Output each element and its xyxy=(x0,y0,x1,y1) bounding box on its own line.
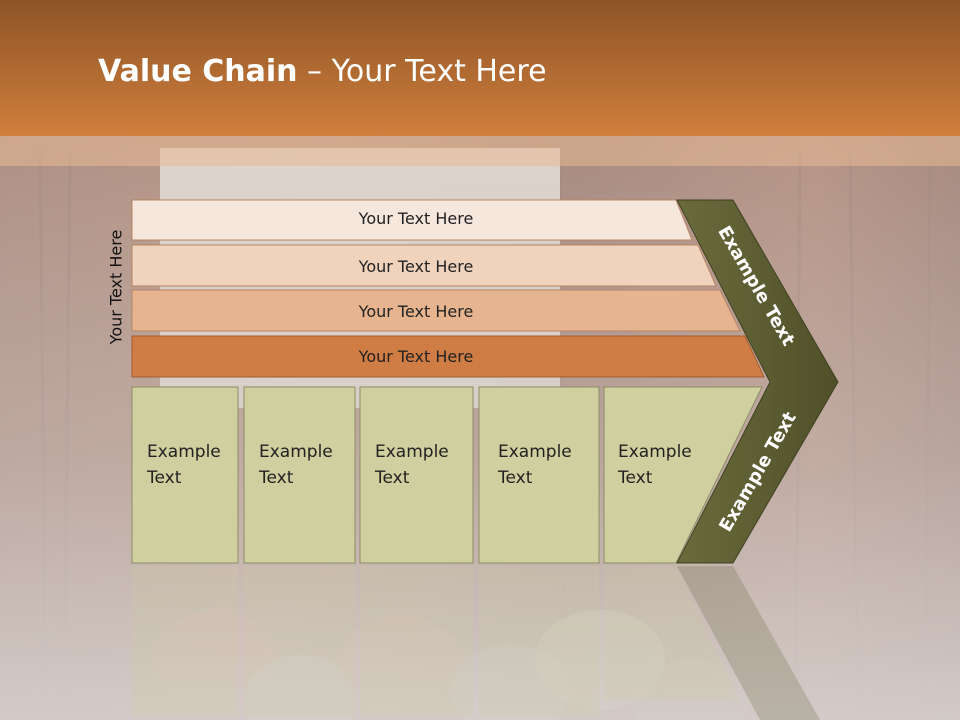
box-2-line2: Text xyxy=(259,468,294,488)
row-label-2: Your Text Here xyxy=(358,257,474,276)
box-5 xyxy=(603,386,763,564)
row-label-4: Your Text Here xyxy=(358,347,474,366)
box-1-line2: Text xyxy=(147,468,182,488)
box-3-line2: Text xyxy=(375,468,410,488)
row-label-1: Your Text Here xyxy=(358,209,474,228)
box-5-line2: Text xyxy=(618,468,653,488)
box-4-line1: Example xyxy=(498,442,572,462)
page-title: Value Chain – Your Text Here xyxy=(98,54,547,89)
box-1-line1: Example xyxy=(147,442,221,462)
box-3-line1: Example xyxy=(375,442,449,462)
row-strip-3 xyxy=(131,289,741,332)
box-2 xyxy=(243,386,356,564)
row-strip-4 xyxy=(131,335,765,378)
box-3 xyxy=(359,386,474,564)
box-5-line1: Example xyxy=(618,442,692,462)
box-1 xyxy=(131,386,239,564)
chevron-arrow xyxy=(676,199,839,564)
title-rest: – Your Text Here xyxy=(297,54,547,89)
side-label: Your Text Here xyxy=(106,229,126,345)
title-bold: Value Chain xyxy=(98,54,298,89)
box-4 xyxy=(478,386,600,564)
box-2-line1: Example xyxy=(259,442,333,462)
row-strip-2 xyxy=(131,244,717,287)
box-4-line2: Text xyxy=(498,468,533,488)
row-strip-1 xyxy=(131,199,693,241)
row-label-3: Your Text Here xyxy=(358,302,474,321)
